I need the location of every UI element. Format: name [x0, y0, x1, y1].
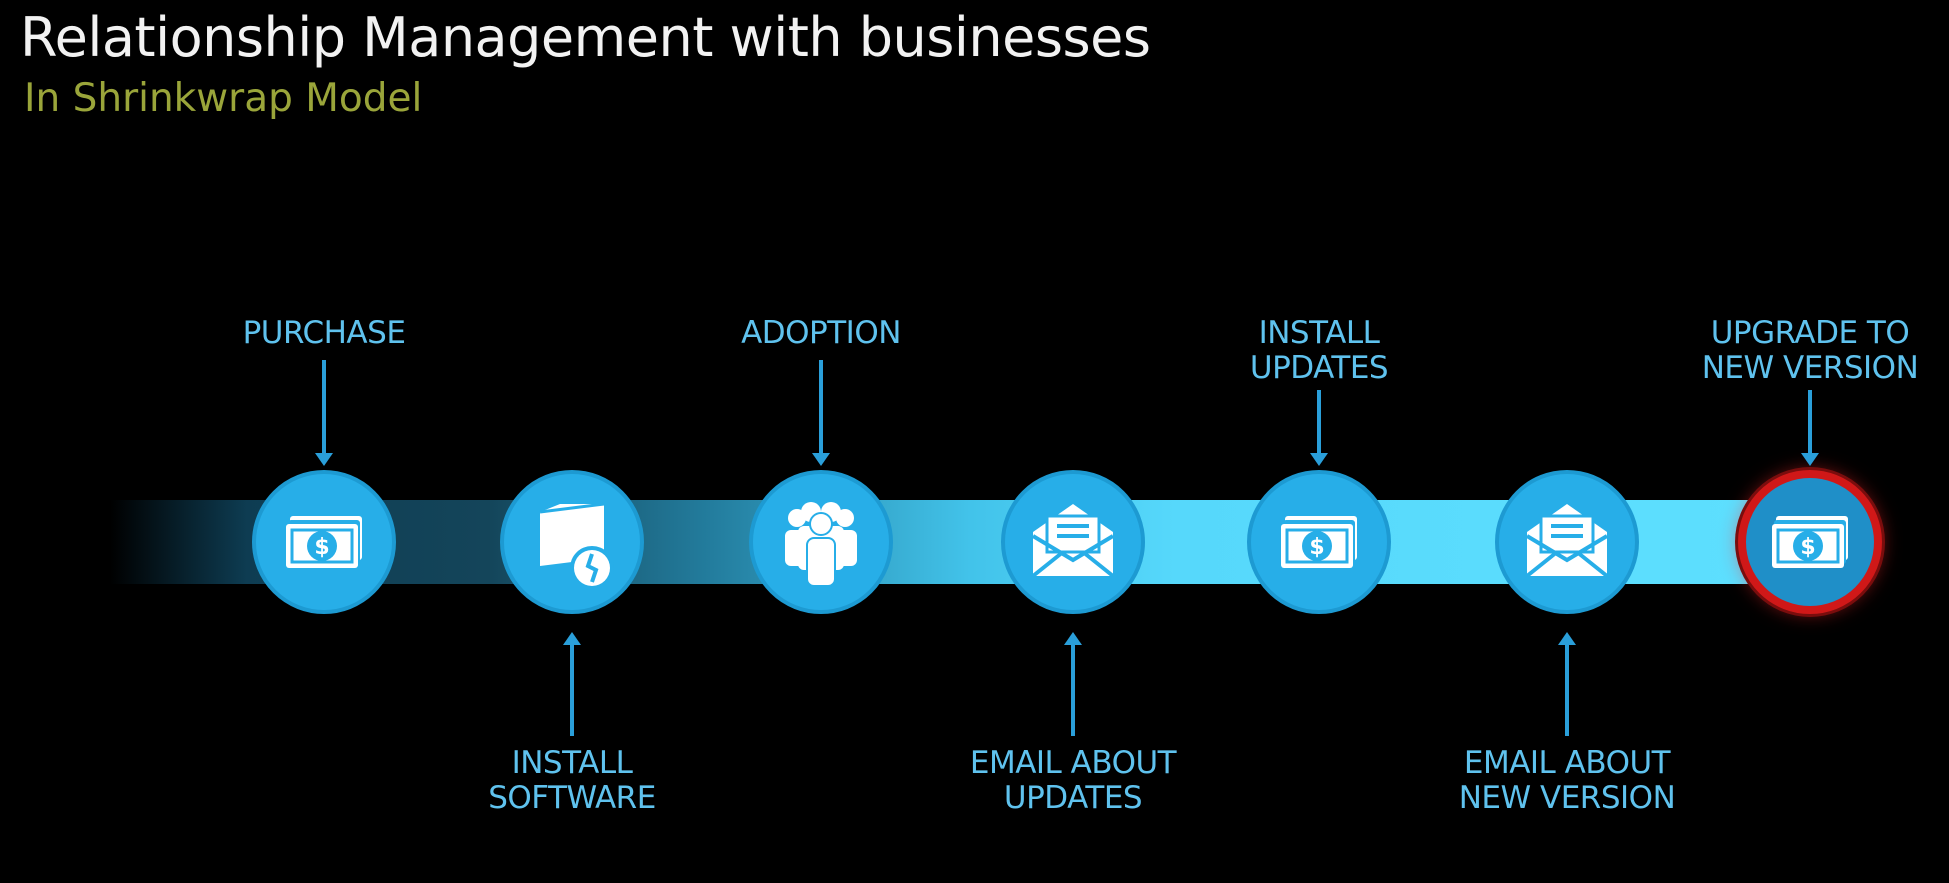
arrow-down-1 [315, 360, 333, 466]
step-label-1: PURCHASE [184, 316, 464, 351]
arrow-down-7 [1801, 390, 1819, 466]
step-label-line: INSTALL [511, 745, 633, 781]
arrow-up-2 [563, 632, 581, 736]
step-label-line: INSTALL [1258, 315, 1380, 351]
slide-title: Relationship Management with businesses [20, 6, 1151, 69]
step-node-1: $ [252, 470, 396, 614]
step-label-line: UPDATES [1249, 350, 1389, 386]
step-node-2 [500, 470, 644, 614]
step-label-3: ADOPTION [681, 316, 961, 351]
people-group-icon [785, 502, 857, 587]
arrow-down-3 [812, 360, 830, 466]
step-label-line: EMAIL ABOUT [969, 745, 1177, 781]
step-label-line: NEW VERSION [1458, 780, 1676, 816]
svg-text:$: $ [1800, 535, 1815, 560]
svg-text:$: $ [1309, 535, 1324, 560]
arrow-up-6 [1558, 632, 1576, 736]
step-node-7: $ [1738, 470, 1882, 614]
arrow-up-4 [1064, 632, 1082, 736]
envelope-icon [1031, 504, 1115, 578]
envelope-icon [1525, 504, 1609, 578]
step-label-line: UPGRADE TO [1710, 315, 1910, 351]
step-node-4 [1001, 470, 1145, 614]
slide-subtitle: In Shrinkwrap Model [24, 76, 423, 121]
step-label-line: EMAIL ABOUT [1463, 745, 1671, 781]
step-label-line: SOFTWARE [488, 780, 656, 816]
step-node-3 [749, 470, 893, 614]
money-icon: $ [1772, 516, 1848, 568]
step-label-line: ADOPTION [741, 315, 901, 351]
money-icon: $ [286, 516, 362, 568]
step-node-5: $ [1247, 470, 1391, 614]
step-node-6 [1495, 470, 1639, 614]
arrow-down-5 [1310, 390, 1328, 466]
step-label-line: PURCHASE [242, 315, 406, 351]
install-box-icon [539, 502, 614, 590]
step-label-line: NEW VERSION [1701, 350, 1919, 386]
svg-text:$: $ [314, 535, 329, 560]
step-label-line: UPDATES [1003, 780, 1143, 816]
money-icon: $ [1281, 516, 1357, 568]
